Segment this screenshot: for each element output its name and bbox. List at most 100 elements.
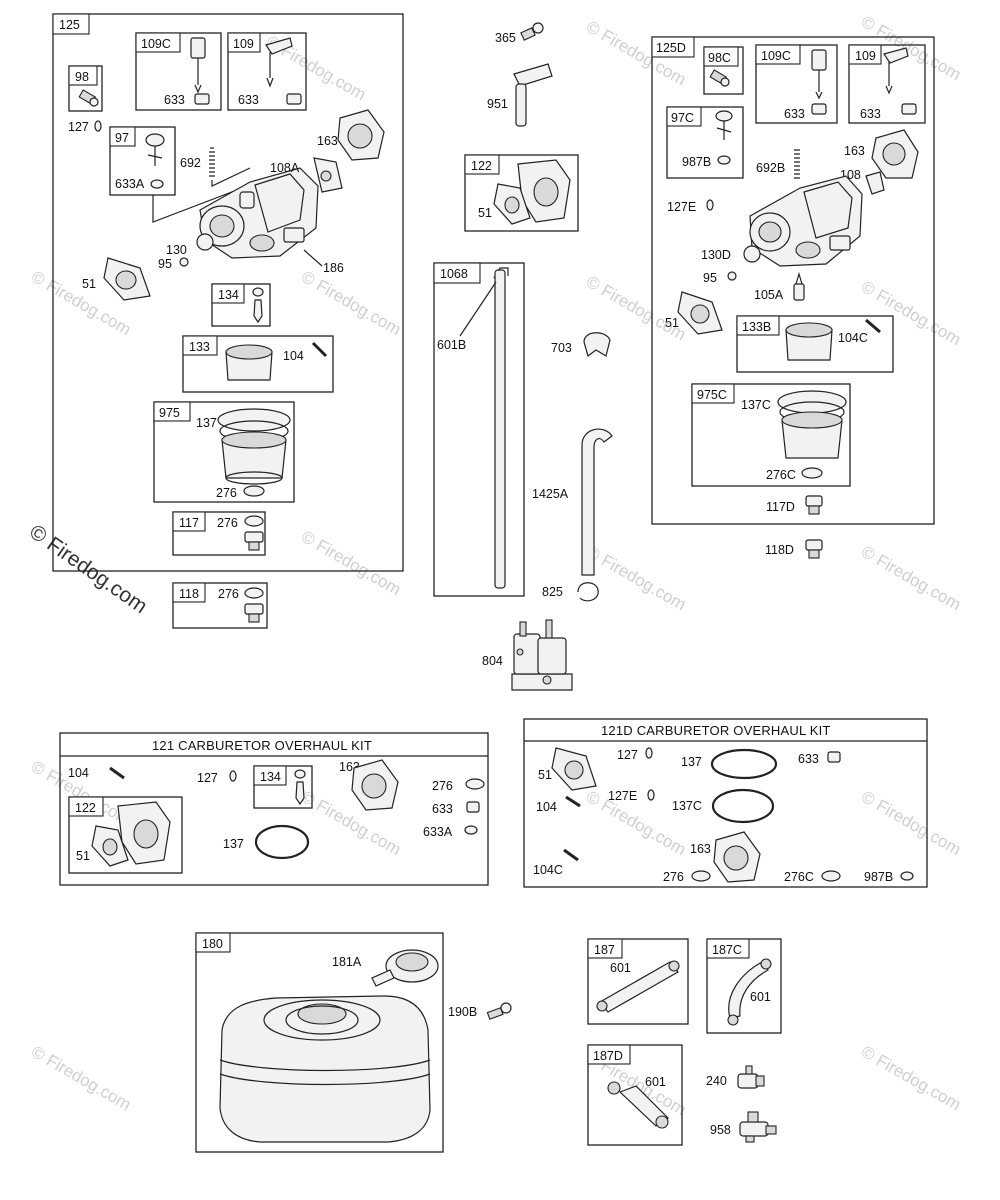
choke-lever-part [145, 133, 165, 166]
watermark-text: © Firedog.com [858, 277, 964, 349]
seal-part [464, 825, 478, 835]
assembly-frame [52, 13, 404, 572]
box-tag [703, 46, 739, 67]
kit-frame [59, 732, 489, 886]
gasket-ring-part [254, 824, 310, 860]
screw-part [727, 271, 737, 281]
side-watermark: © Firedog.com [25, 520, 151, 618]
box-tag-label: 109 [233, 37, 254, 51]
sub-box [587, 938, 689, 1025]
part-label: 633 [784, 107, 805, 121]
sub-box [172, 511, 266, 556]
box-tag [666, 106, 702, 127]
part-label: 825 [542, 585, 563, 599]
screw-190b-part [486, 1002, 512, 1020]
gasket-51-part [677, 291, 723, 335]
spring-part [794, 149, 800, 179]
float-needle-part [252, 287, 264, 324]
gasket-163-part [337, 109, 385, 161]
part-label: 95 [703, 271, 717, 285]
box-tag [109, 126, 136, 147]
box-tag-label: 133B [742, 320, 771, 334]
box-tag [433, 262, 481, 284]
gasket-163-part [351, 759, 399, 811]
needle-valve-part [811, 49, 827, 100]
part-label: 51 [76, 849, 90, 863]
seal-part [717, 155, 731, 165]
bowl-nut-part [805, 495, 823, 515]
tube-1425a-part [581, 428, 613, 576]
throttle-plate-part [196, 233, 214, 251]
part-label: 601B [437, 338, 466, 352]
part-label: 987B [682, 155, 711, 169]
needle-valve-part [265, 37, 293, 88]
float-part [785, 322, 833, 361]
part-label: 1425A [532, 487, 569, 501]
part-label: 601 [645, 1075, 666, 1089]
part-label: 51 [82, 277, 96, 291]
kit-frame [523, 718, 928, 888]
part-label: 130D [701, 248, 731, 262]
box-tag [52, 13, 90, 35]
clip-703-part [583, 332, 611, 358]
part-label: 105A [754, 288, 784, 302]
pin-part [109, 766, 125, 780]
fuel-bowl-part [217, 408, 291, 485]
watermark-text: © Firedog.com [583, 542, 689, 614]
part-label: 51 [665, 316, 679, 330]
needle-valve-part [190, 37, 206, 94]
seal-part [900, 871, 914, 881]
box-tag-label: 97 [115, 131, 129, 145]
screw-365-part [520, 22, 544, 41]
clamp-part [655, 1115, 669, 1129]
clamp-part [607, 1081, 621, 1095]
center-column: 365 951 122 51 1068 601B [433, 22, 613, 691]
float-pin-part [865, 318, 881, 334]
part-label: 137C [741, 398, 771, 412]
part-label: 276 [216, 486, 237, 500]
box-tag-label: 117 [179, 516, 199, 530]
part-label: 130 [166, 243, 187, 257]
part-label: 240 [706, 1074, 727, 1088]
fuel-line-part [618, 1085, 669, 1127]
box-tag [211, 283, 245, 304]
part-label: 127 [617, 748, 638, 762]
box-tag-label: 109C [761, 49, 791, 63]
box-tag-label: 133 [189, 340, 210, 354]
watermark-text: © Firedog.com [298, 527, 404, 599]
float-needle-part [294, 769, 306, 806]
box-tag-label: 125 [59, 18, 80, 32]
screw-part [78, 89, 99, 107]
washer-part [244, 515, 264, 527]
box-tag [172, 582, 206, 603]
box-tag-label: 134 [218, 288, 239, 302]
box-tag-label: 125D [656, 41, 686, 55]
leader-line [303, 249, 323, 267]
bowl-nut-part [244, 531, 264, 551]
part-label: 104C [838, 331, 868, 345]
needle-valve-part [883, 47, 909, 95]
box-tag [172, 511, 206, 532]
part-label: 692B [756, 161, 785, 175]
part-label: 137 [196, 416, 217, 430]
sub-box [68, 796, 183, 874]
pin-part [565, 795, 581, 808]
watermark-text: © Firedog.com [298, 267, 404, 339]
choke-lever-part [715, 110, 733, 140]
box-tag [68, 65, 98, 86]
kit-title: 121D CARBURETOR OVERHAUL KIT [601, 723, 831, 738]
fuel-tank-part [219, 995, 431, 1143]
part-label: 951 [487, 97, 508, 111]
box-tag [253, 765, 287, 786]
gasket-ring-part [711, 788, 775, 824]
box-tag-label: 180 [202, 937, 223, 951]
box-tag-label: 122 [75, 801, 96, 815]
box-tag-label: 187C [712, 943, 742, 957]
bowl-nut-part [244, 603, 264, 623]
box-tag [587, 1044, 631, 1065]
part-label: 95 [158, 257, 172, 271]
assembly-frame [651, 36, 935, 525]
box-187d: 187D 601 [587, 1044, 683, 1146]
part-label: 163 [690, 842, 711, 856]
box-tag [195, 932, 231, 953]
